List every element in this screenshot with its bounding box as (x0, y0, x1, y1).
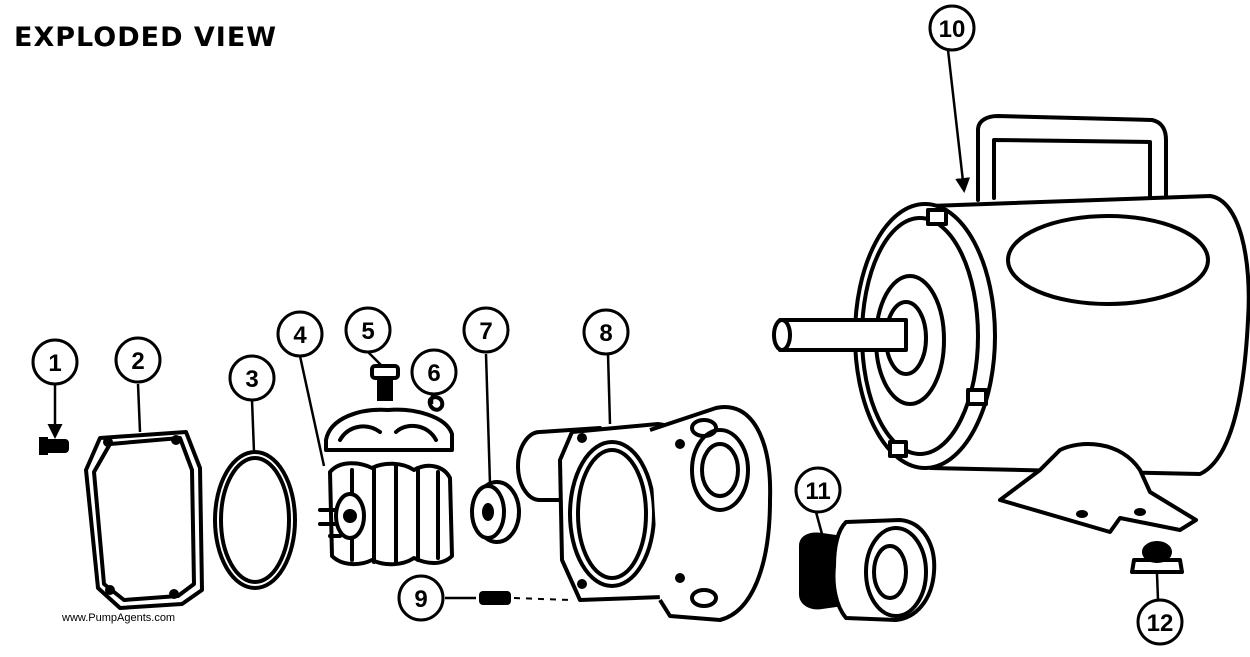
svg-text:7: 7 (479, 318, 492, 345)
part-11-hose-fitting (799, 518, 937, 622)
callout-10: 10 (928, 4, 976, 52)
callout-2: 2 (114, 336, 162, 384)
svg-text:1: 1 (48, 350, 61, 377)
svg-text:12: 12 (1147, 610, 1174, 637)
svg-text:8: 8 (599, 320, 612, 347)
part-2-cover-plate (84, 430, 204, 610)
website-credit: www.PumpAgents.com (62, 612, 176, 624)
part-12-nut (1130, 541, 1184, 574)
part-10-motor (772, 114, 1250, 534)
callout-11: 11 (794, 466, 842, 514)
callout-1: 1 (31, 338, 79, 386)
callout-3: 3 (228, 354, 276, 402)
callout-4: 4 (276, 310, 324, 358)
part-6-cam (324, 395, 454, 452)
part-4-impeller (318, 461, 454, 567)
callout-9: 9 (397, 574, 445, 622)
part-3-o-ring (213, 450, 297, 590)
part-1-screw (39, 437, 69, 455)
svg-text:3: 3 (245, 366, 258, 393)
svg-text:4: 4 (293, 322, 307, 349)
svg-text:10: 10 (939, 16, 966, 43)
part-8-pump-body (516, 404, 773, 622)
callout-7: 7 (462, 306, 510, 354)
svg-text:6: 6 (427, 360, 440, 387)
diagram-title: EXPLODED VIEW (14, 22, 278, 53)
callout-12: 12 (1136, 598, 1184, 646)
part-9-screw (479, 591, 571, 605)
svg-text:5: 5 (361, 318, 374, 345)
svg-text:11: 11 (805, 478, 830, 505)
svg-text:2: 2 (131, 348, 144, 375)
svg-text:9: 9 (414, 586, 427, 613)
part-5-screw (370, 364, 400, 401)
callout-6: 6 (410, 348, 458, 396)
callout-5: 5 (344, 306, 392, 354)
callout-8: 8 (582, 308, 630, 356)
part-7-seal (470, 480, 521, 544)
leader-lines (47, 49, 1160, 601)
